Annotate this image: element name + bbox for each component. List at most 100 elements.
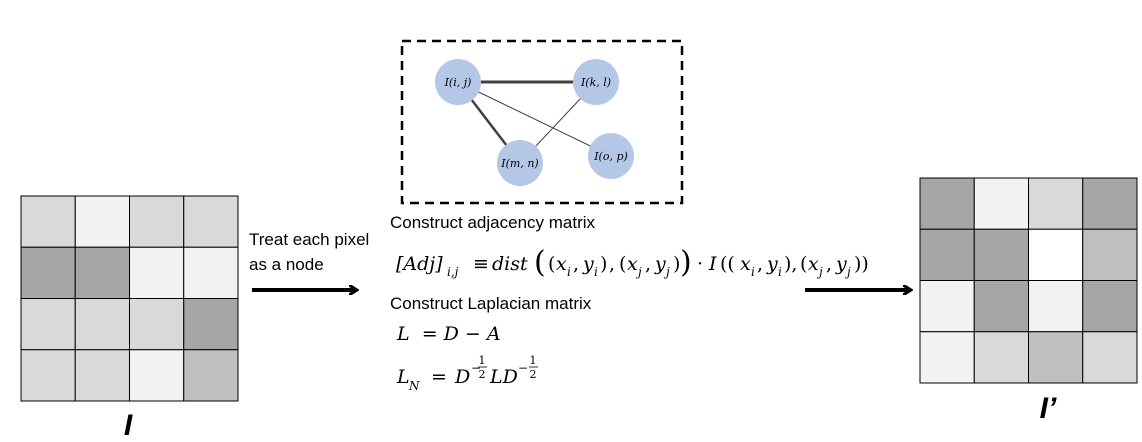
node-mn-label: I(m, n) <box>500 157 538 170</box>
output-pixel-2-2 <box>1028 280 1084 333</box>
adj-lhs-sub: i,j <box>447 265 459 279</box>
adj-equiv: ≡ <box>473 253 489 275</box>
adj-paren-open: ( <box>534 245 546 280</box>
ln-exp1-den: 2 <box>479 368 486 381</box>
output-pixel-0-0 <box>919 177 975 230</box>
ln-mid: LD <box>489 366 518 388</box>
node-kl: I(k, l) <box>573 59 619 105</box>
output-pixel-0-3 <box>1082 177 1138 230</box>
output-pixel-1-2 <box>1028 228 1084 281</box>
input-pixel-1-2 <box>129 246 185 299</box>
input-pixel-0-1 <box>74 195 130 248</box>
adj-paren-4: ( <box>800 253 807 275</box>
output-pixel-3-2 <box>1028 331 1084 384</box>
adj-I: I <box>708 253 717 275</box>
adj-y2: y <box>654 253 666 275</box>
step-label-line-2: as a node <box>249 255 324 274</box>
input-pixel-1-1 <box>74 246 130 299</box>
adj-y1-sub: i <box>594 265 598 279</box>
laplacian-eq-1: L = D − A <box>396 323 501 345</box>
node-kl-label: I(k, l) <box>580 76 611 89</box>
input-pixel-0-3 <box>183 195 239 248</box>
input-image-label: I <box>124 409 133 442</box>
input-pixel-3-0 <box>20 349 76 402</box>
adj-x2: x <box>627 253 638 275</box>
adj-paren-2: ( <box>619 253 626 275</box>
adj-comma-5: , <box>826 253 832 275</box>
input-pixel-1-0 <box>20 246 76 299</box>
ln-equals: = <box>431 366 447 388</box>
adj-I-paren-close: )) <box>854 253 869 275</box>
adj-paren-close: ) <box>680 245 692 280</box>
output-pixel-2-1 <box>973 280 1029 333</box>
input-pixel-0-0 <box>20 195 76 248</box>
node-ij: I(i, j) <box>435 59 481 105</box>
output-pixel-3-0 <box>919 331 975 384</box>
adj-x2-sub: j <box>635 265 642 279</box>
adj-x1: x <box>556 253 567 275</box>
node-op-label: I(o, p) <box>593 150 628 163</box>
input-pixel-3-1 <box>74 349 130 402</box>
adj-y1: y <box>582 253 594 275</box>
adj-x1-sub: i <box>567 265 571 279</box>
ln-D1: D <box>454 366 470 388</box>
adj-x3: x <box>740 253 751 275</box>
input-pixel-2-3 <box>183 298 239 351</box>
graph-box <box>400 39 684 205</box>
node-op: I(o, p) <box>588 133 634 179</box>
node-mn: I(m, n) <box>497 140 543 186</box>
adj-paren-2c: ) <box>673 253 680 275</box>
node-ij-label: I(i, j) <box>444 76 472 89</box>
output-pixel-3-3 <box>1082 331 1138 384</box>
input-pixel-3-3 <box>183 349 239 402</box>
output-pixel-0-2 <box>1028 177 1084 230</box>
output-pixel-0-1 <box>973 177 1029 230</box>
adj-comma-4: , <box>757 253 763 275</box>
output-image-label: I’ <box>1040 392 1057 425</box>
output-pixel-2-0 <box>919 280 975 333</box>
node-ij-circle <box>435 59 481 105</box>
node-op-circle <box>588 133 634 179</box>
input-image-grid <box>20 195 239 402</box>
input-pixel-1-3 <box>183 246 239 299</box>
adj-paren-3c: ), <box>784 253 797 275</box>
ln-exp1-minus: − <box>471 361 481 375</box>
adjacency-formula: [Adj] i,j ≡ dist ( ( x i , y i ) , ( x j… <box>396 245 869 280</box>
node-mn-circle <box>497 140 543 186</box>
laplacian-heading: Construct Laplacian matrix <box>390 294 592 313</box>
output-pixel-1-0 <box>919 228 975 281</box>
node-kl-circle <box>573 59 619 105</box>
input-pixel-3-2 <box>129 349 185 402</box>
adj-comma-3: , <box>645 253 651 275</box>
edge-ij-op <box>457 81 612 157</box>
adj-y4-sub: j <box>844 265 851 279</box>
input-pixel-2-0 <box>20 298 76 351</box>
adj-x4-sub: j <box>816 265 823 279</box>
adj-dot: · <box>697 253 703 275</box>
adj-y3: y <box>766 253 778 275</box>
laplacian-eq-2: L N = D − 1 2 LD − 1 2 <box>396 354 538 393</box>
output-pixel-2-3 <box>1082 280 1138 333</box>
step-label-line-1: Treat each pixel <box>249 230 369 249</box>
adj-x3-sub: i <box>751 265 755 279</box>
ln-exp2-den: 2 <box>530 368 537 381</box>
adj-paren-1c: ) <box>600 253 607 275</box>
ln-exp2-num: 1 <box>530 354 537 367</box>
input-pixel-2-2 <box>129 298 185 351</box>
ln-sub: N <box>408 379 420 393</box>
adj-comma-1: , <box>573 253 579 275</box>
output-pixel-1-3 <box>1082 228 1138 281</box>
adjacency-heading: Construct adjacency matrix <box>390 213 596 232</box>
adj-dist: dist <box>492 253 528 275</box>
output-pixel-1-1 <box>973 228 1029 281</box>
input-pixel-2-1 <box>74 298 130 351</box>
adj-paren-1: ( <box>548 253 555 275</box>
adj-y2-sub: j <box>663 265 670 279</box>
input-pixel-0-2 <box>129 195 185 248</box>
adj-x4: x <box>808 253 819 275</box>
output-pixel-3-1 <box>973 331 1029 384</box>
adj-lhs: [Adj] <box>396 253 443 275</box>
adj-comma-2: , <box>609 253 615 275</box>
